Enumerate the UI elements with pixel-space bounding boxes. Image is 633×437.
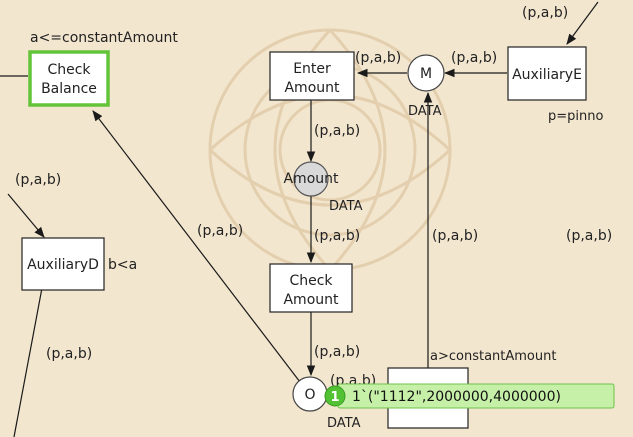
place-o-colorset: DATA [327, 416, 361, 431]
place-o[interactable]: O [292, 376, 328, 412]
place-amount-colorset: DATA [329, 199, 363, 214]
arc-label-aux-d-out: (p,a,b) [46, 346, 92, 362]
auxiliary-d-label: AuxiliaryD [27, 257, 99, 273]
guard-constant-check: a>constantAmount [430, 349, 556, 364]
transition-enter-amount[interactable]: Enter Amount [269, 51, 355, 101]
place-amount[interactable]: Amount [283, 161, 339, 197]
transition-check-balance[interactable]: Check Balance [28, 50, 110, 107]
arc-label-amount-to-check-amount: (p,a,b) [314, 228, 360, 244]
auxiliary-e-label: AuxiliaryE [512, 67, 582, 83]
transition-auxiliary-e[interactable]: AuxiliaryE [507, 46, 587, 101]
check-amount-label-2: Amount [283, 292, 339, 308]
check-amount-label-1: Check [289, 273, 333, 289]
token-count: 1 [330, 390, 339, 405]
place-m-label: M [420, 66, 432, 82]
arc-label-o-to-check-balance: (p,a,b) [197, 223, 243, 239]
arc-o-to-check-balance [92, 110, 301, 383]
guard-auxiliary-d: b<a [108, 257, 137, 273]
arc-label-enter-to-m: (p,a,b) [355, 50, 401, 66]
arc-left-to-aux-d [7, 193, 45, 238]
guard-check-balance: a<=constantAmount [30, 30, 178, 46]
transition-check-amount[interactable]: Check Amount [269, 263, 353, 313]
arc-label-enter-to-amount: (p,a,b) [314, 123, 360, 139]
place-o-label: O [304, 387, 315, 403]
arc-aux-d-out [13, 287, 43, 437]
check-balance-label-2: Balance [41, 81, 97, 97]
enter-amount-label-1: Enter [293, 61, 331, 77]
arc-label-check-amount-to-o: (p,a,b) [314, 344, 360, 360]
guard-auxiliary-e: p=pinno [548, 109, 603, 124]
arc-top-right [566, 1, 599, 45]
enter-amount-label-2: Amount [284, 80, 340, 96]
transition-auxiliary-d[interactable]: AuxiliaryD [21, 237, 105, 291]
place-m-colorset: DATA [408, 104, 442, 119]
arc-label-right: (p,a,b) [566, 228, 612, 244]
marking[interactable]: 1 1`("1112",2000000,4000000) [324, 383, 615, 409]
arc-label-m-to-aux-e: (p,a,b) [451, 50, 497, 66]
arc-label-top-right: (p,a,b) [522, 5, 568, 21]
arc-label-left-to-aux-d: (p,a,b) [15, 172, 61, 188]
arc-label-o-to-m: (p,a,b) [432, 228, 478, 244]
check-balance-label-1: Check [47, 62, 91, 78]
marking-value: 1`("1112",2000000,4000000) [352, 389, 561, 405]
token-count-circle [324, 385, 346, 407]
place-amount-label: Amount [283, 171, 339, 187]
place-m[interactable]: M [407, 54, 445, 92]
